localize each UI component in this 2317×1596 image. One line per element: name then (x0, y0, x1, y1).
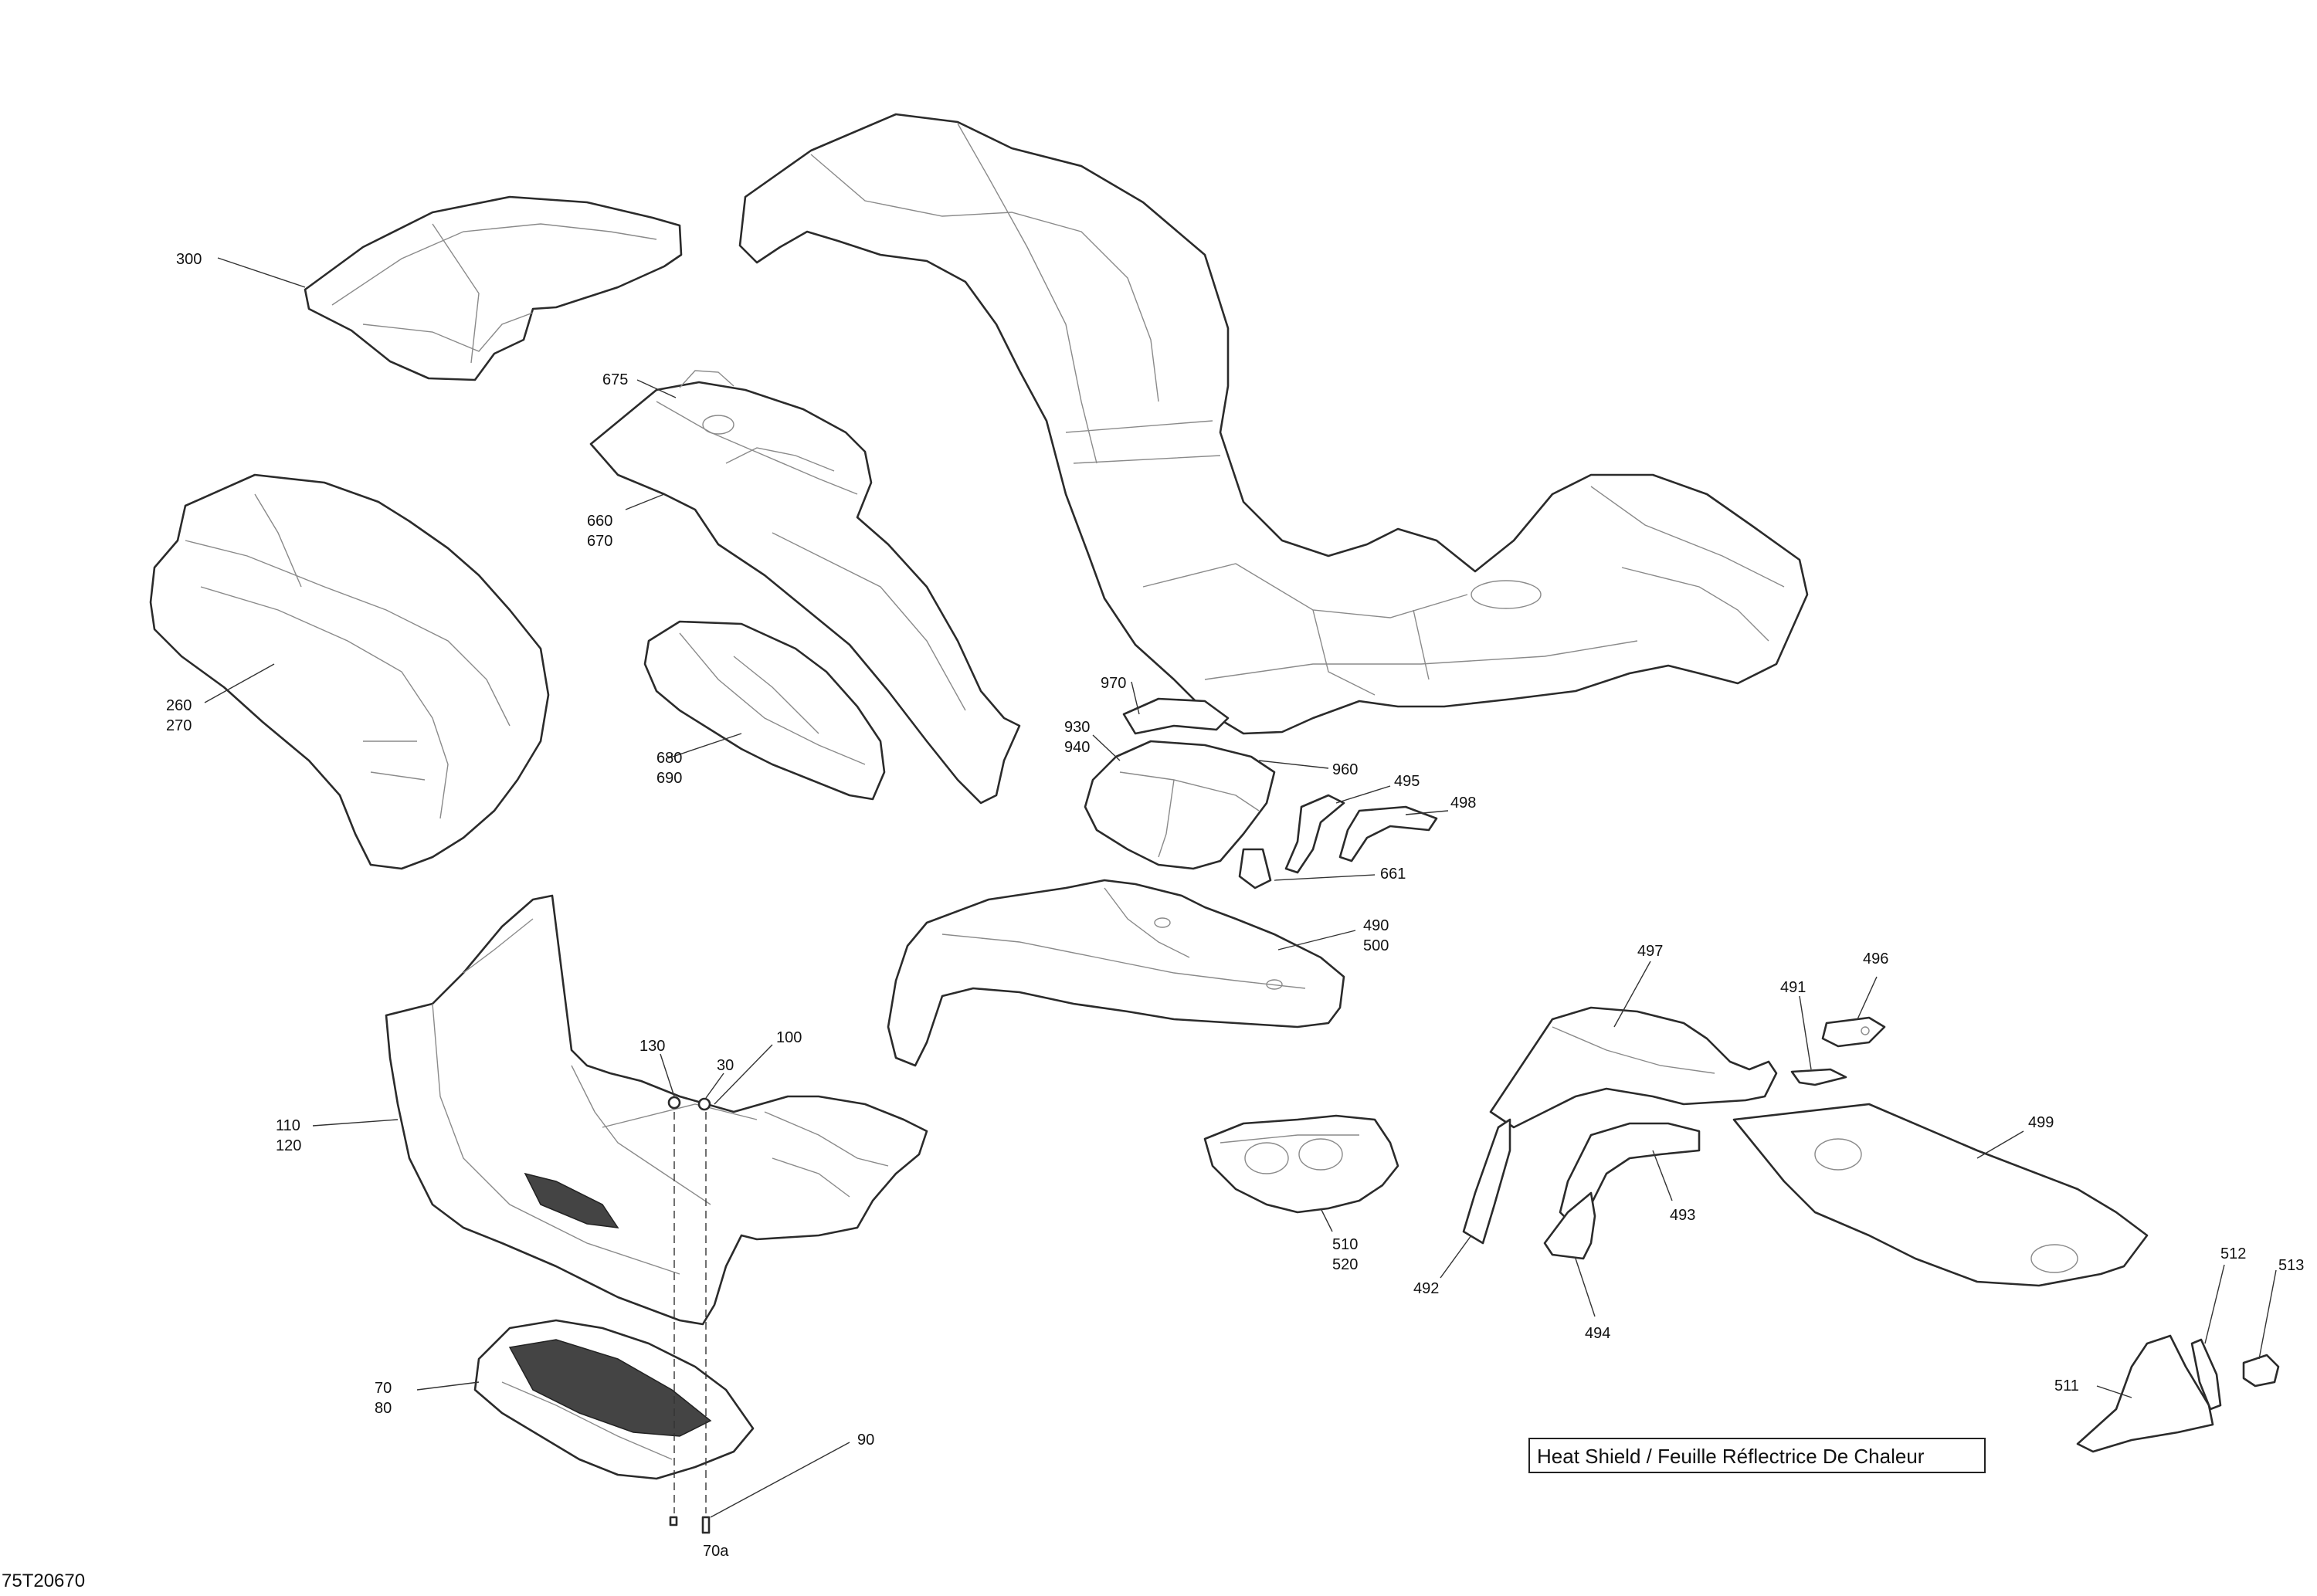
part-300-cover (304, 195, 683, 381)
label-500: 500 (1363, 937, 1389, 954)
label-130: 130 (639, 1038, 665, 1055)
part-70-footrest (473, 1319, 755, 1480)
part-496-heat-shield (1821, 1016, 1886, 1048)
label-510: 510 (1332, 1236, 1358, 1253)
label-498: 498 (1450, 795, 1476, 812)
part-680-inner-panel (643, 620, 886, 801)
part-492-heat-shield (1462, 1118, 1511, 1245)
label-270: 270 (166, 717, 192, 734)
label-300: 300 (176, 251, 202, 268)
label-661: 661 (1380, 866, 1406, 883)
label-260: 260 (166, 697, 192, 714)
label-490: 490 (1363, 917, 1389, 934)
label-100: 100 (776, 1029, 802, 1046)
part-260-rear-fender (149, 473, 550, 870)
part-510-headlight-housing (1203, 1114, 1399, 1214)
part-490-front-fender-side (887, 879, 1345, 1067)
label-493: 493 (1670, 1207, 1695, 1224)
label-670: 670 (587, 533, 612, 550)
label-491: 491 (1780, 979, 1806, 996)
label-495: 495 (1394, 773, 1420, 790)
label-511: 511 (2054, 1377, 2079, 1394)
label-660: 660 (587, 513, 612, 530)
part-660-side-panel (589, 370, 1021, 805)
label-930: 930 (1064, 719, 1090, 736)
label-110: 110 (276, 1117, 300, 1134)
part-512-heat-shield (2190, 1338, 2222, 1411)
part-513-heat-shield (2242, 1354, 2280, 1388)
label-496: 496 (1863, 950, 1888, 967)
label-80: 80 (375, 1400, 392, 1417)
label-970: 970 (1101, 675, 1126, 692)
label-120: 120 (276, 1137, 301, 1154)
label-520: 520 (1332, 1256, 1358, 1273)
label-675: 675 (602, 371, 628, 388)
label-492: 492 (1413, 1280, 1439, 1297)
part-511-heat-shield (2076, 1334, 2214, 1453)
part-labels: 300 675 660 670 260 270 680 690 970 930 … (166, 251, 2304, 1560)
drawing-code: 75T20670 (2, 1571, 85, 1591)
label-30: 30 (717, 1057, 734, 1074)
label-90: 90 (857, 1432, 874, 1449)
heat-shield-note: Heat Shield / Feuille Réflectrice De Cha… (1528, 1438, 1986, 1473)
label-680: 680 (656, 750, 682, 767)
part-491-heat-shield (1790, 1068, 1847, 1086)
part-495-bracket (1284, 794, 1345, 874)
label-512: 512 (2220, 1245, 2246, 1262)
label-940: 940 (1064, 739, 1090, 756)
heat-shield-note-text: Heat Shield / Feuille Réflectrice De Cha… (1537, 1445, 1925, 1468)
label-497: 497 (1637, 943, 1663, 960)
part-front-fender-assembly (738, 113, 1809, 735)
hardware-fasteners (667, 1096, 711, 1534)
part-494-heat-shield (1543, 1191, 1596, 1260)
label-960: 960 (1332, 761, 1358, 778)
part-930-airbox-cover (1084, 697, 1276, 889)
label-513: 513 (2278, 1257, 2304, 1274)
label-690: 690 (656, 770, 682, 787)
part-498-bracket (1338, 805, 1438, 862)
label-494: 494 (1585, 1325, 1610, 1342)
label-70: 70 (375, 1380, 392, 1397)
part-497-heat-shield (1489, 1006, 1778, 1129)
part-110-footwell (385, 894, 928, 1326)
part-499-heat-shield (1732, 1103, 2149, 1287)
label-499: 499 (2028, 1114, 2054, 1131)
label-70a: 70a (703, 1543, 729, 1560)
leader-lines (204, 257, 2277, 1518)
